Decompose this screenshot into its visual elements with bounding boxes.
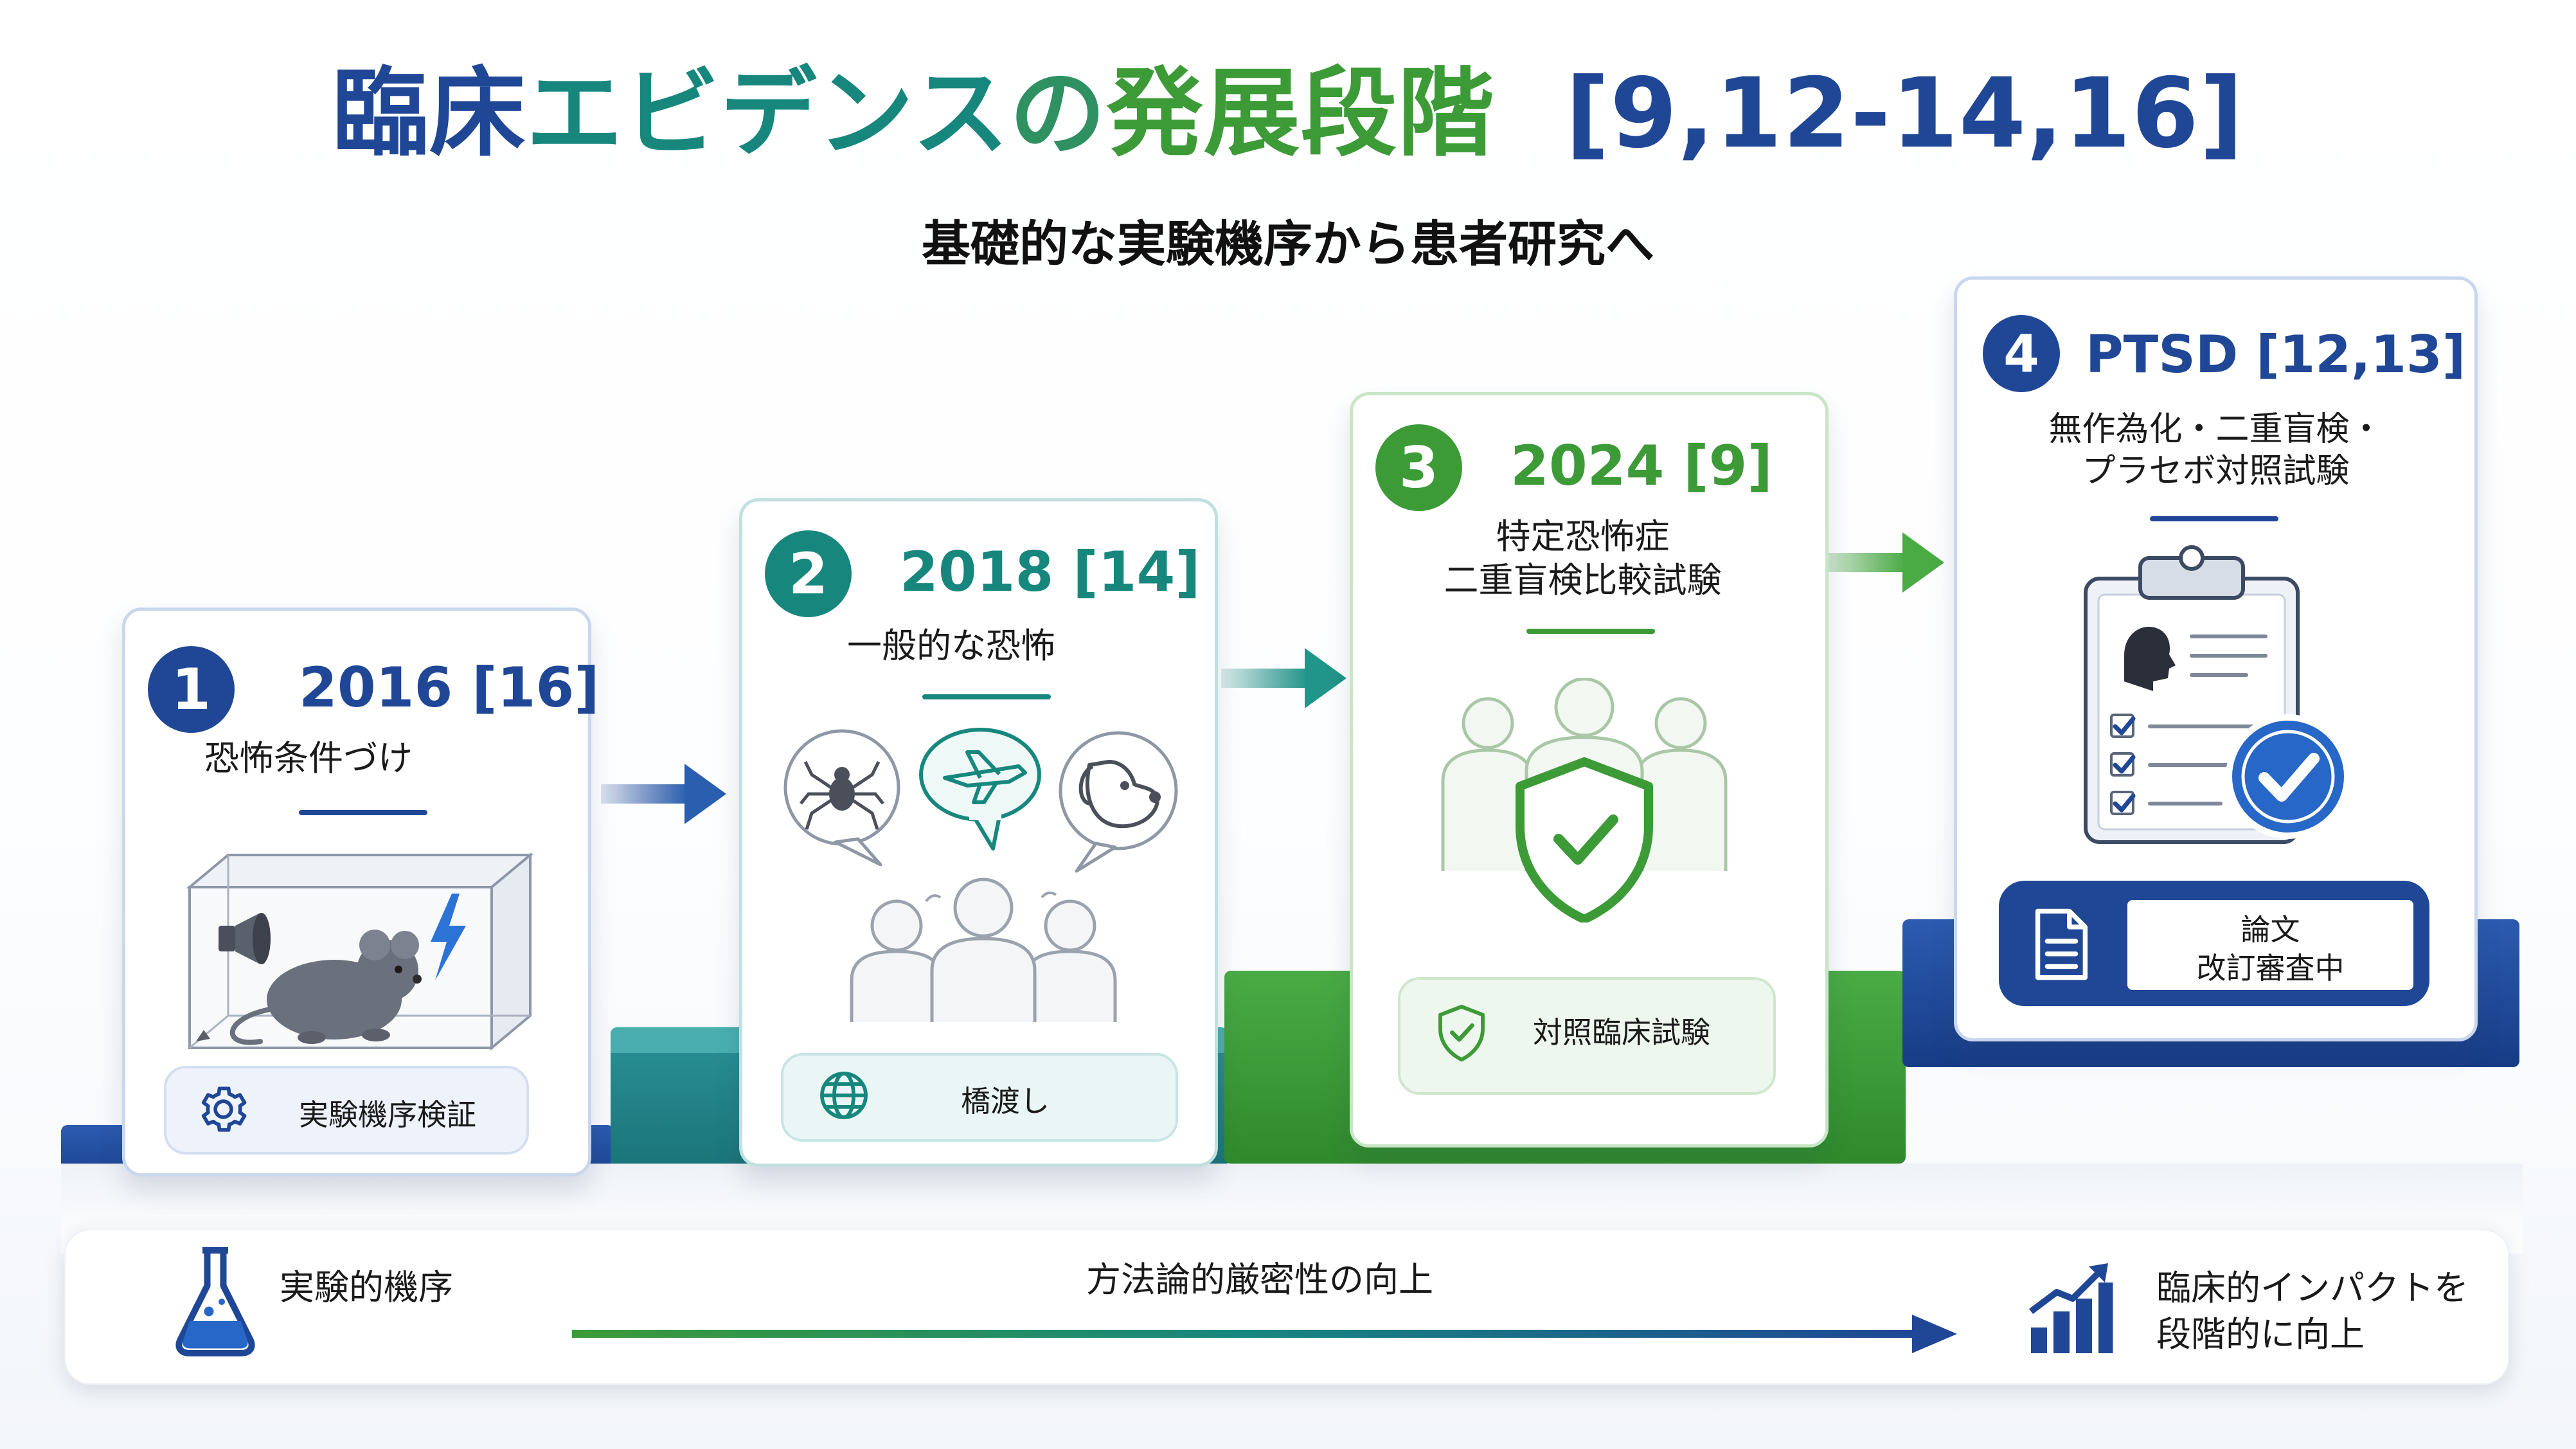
stage-card-2: 2 2018 [14] 一般的な恐怖 <box>739 498 1218 1167</box>
title-part-hatten: 発展段階 <box>1106 58 1495 170</box>
page-subtitle: 基礎的な実験機序から患者研究へ <box>922 215 1654 273</box>
stage-badge-1: 1 <box>148 646 235 733</box>
clipboard-check-icon <box>2084 545 2350 844</box>
document-icon <box>2035 908 2088 980</box>
stage-rule-1 <box>299 810 427 815</box>
arrow-2-to-3 <box>1221 648 1346 708</box>
stage-card-1: 1 2016 [16] 恐怖条件づけ <box>122 608 600 1176</box>
stage-pill-label-3: 対照臨床試験 <box>1533 1015 1710 1050</box>
stage-badge-2: 2 <box>765 530 852 617</box>
shield-check-icon <box>1438 1004 1485 1062</box>
stage-pill-label-2: 橋渡し <box>961 1084 1050 1119</box>
rigor-gradient-arrow <box>572 1315 1957 1353</box>
page-title: 臨床エビデンスの発展段階 [9,12-14,16] <box>0 61 2576 167</box>
bottom-left-label: 実験的機序 <box>280 1267 453 1308</box>
flask-icon <box>175 1247 255 1356</box>
arrow-1-to-2 <box>601 764 726 824</box>
stage-description-1: 恐怖条件づけ <box>204 738 413 779</box>
stage-pill-4-inner <box>2127 900 2413 990</box>
stage-heading-4: PTSD [12,13] <box>2086 325 2466 384</box>
stage-pill-label-4a: 論文 <box>2241 912 2300 947</box>
fears-group-icon <box>783 728 1178 1022</box>
stage-description-3b: 二重盲検比較試験 <box>1444 560 1722 600</box>
gear-icon <box>201 1086 247 1132</box>
stage-rule-4 <box>2150 516 2278 521</box>
stage-card-4: 4 PTSD [12,13] 無作為化・二重盲検・ プラセボ対照試験 <box>1954 276 2478 1041</box>
globe-icon <box>820 1072 868 1119</box>
bottom-right-label-2: 段階的に向上 <box>2156 1314 2365 1354</box>
stage-heading-1: 2016 [16] <box>299 656 600 720</box>
stage-description-4b: プラセボ対照試験 <box>2082 452 2350 491</box>
stage-rule-3 <box>1526 629 1655 634</box>
bar-chart-up-icon <box>2029 1263 2113 1353</box>
mouse-chamber-icon <box>186 852 534 1051</box>
title-part-rinsho: 臨床 <box>332 58 526 170</box>
stage-description-3a: 特定恐怖症 <box>1496 516 1670 557</box>
stage-description-2: 一般的な恐怖 <box>847 626 1055 666</box>
title-refs: [9,12-14,16] <box>1565 58 2244 170</box>
title-part-no: の <box>1009 58 1107 170</box>
arrow-3-to-4 <box>1819 532 1944 593</box>
stage-rule-2 <box>922 694 1051 699</box>
title-part-evidence: エビデンス <box>526 58 1010 170</box>
stage-heading-3: 2024 [9] <box>1510 434 1773 498</box>
stage-description-4a: 無作為化・二重盲検・ <box>2048 410 2383 449</box>
stage-badge-4: 4 <box>1983 315 2060 392</box>
stage-heading-2: 2018 [14] <box>900 540 1201 604</box>
stage-pill-label-1: 実験機序検証 <box>299 1097 476 1132</box>
stage-pill-label-4b: 改訂審査中 <box>2196 951 2345 986</box>
stage-pill-2 <box>781 1053 1178 1142</box>
stage-badge-3: 3 <box>1375 424 1462 511</box>
stage-card-3: 3 2024 [9] 特定恐怖症 二重盲検比較試験 対照臨床試験 <box>1350 392 1829 1148</box>
bottom-right-label-1: 臨床的インパクトを <box>2156 1268 2469 1308</box>
stage-pill-1 <box>164 1066 529 1155</box>
shield-group-icon <box>1441 678 1728 923</box>
bottom-center-label: 方法論的厳密性の向上 <box>1086 1259 1433 1300</box>
